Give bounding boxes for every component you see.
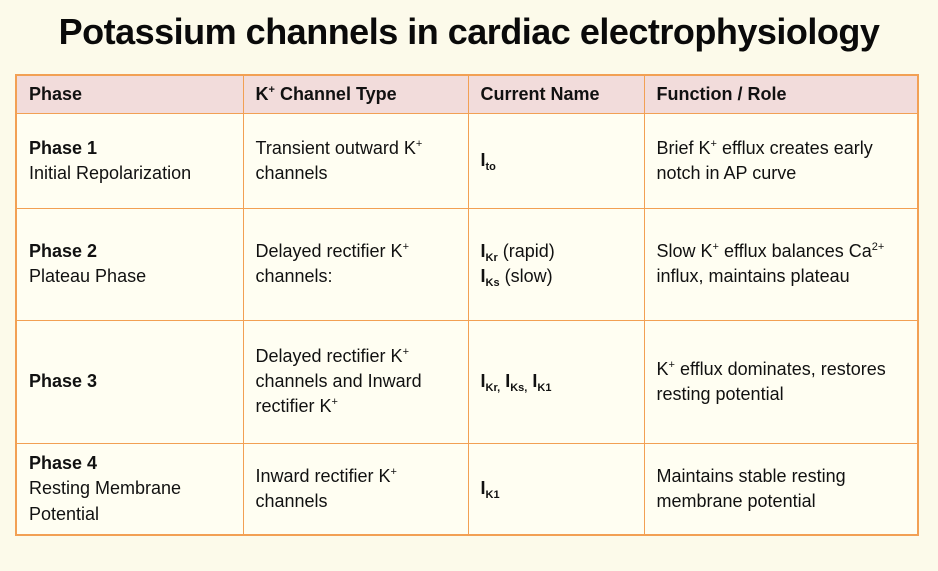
column-header-channel-type: K+ Channel Type [242, 74, 469, 114]
table-header-row: Phase K+ Channel Type Current Name Funct… [15, 74, 919, 114]
cell-current-name: IK1 [467, 442, 645, 536]
cell-phase: Phase 3 [15, 319, 244, 444]
column-header-current-name: Current Name [467, 74, 645, 114]
cell-current-name: IKr (rapid)IKs (slow) [467, 207, 645, 321]
potassium-channels-table: Phase K+ Channel Type Current Name Funct… [15, 74, 919, 537]
cell-function-role: Brief K+ efflux creates early notch in A… [643, 112, 919, 209]
column-header-phase: Phase [15, 74, 244, 114]
cell-channel-type: Delayed rectifier K+ channels and Inward… [242, 319, 469, 444]
cell-current-name: IKr, IKs, IK1 [467, 319, 645, 444]
slide: Potassium channels in cardiac electrophy… [0, 10, 938, 537]
cell-channel-type: Delayed rectifier K+ channels: [242, 207, 469, 321]
cell-channel-type: Inward rectifier K+ channels [242, 442, 469, 536]
cell-function-role: Slow K+ efflux balances Ca2+ influx, mai… [643, 207, 919, 321]
cell-function-role: K+ efflux dominates, restores resting po… [643, 319, 919, 444]
cell-function-role: Maintains stable resting membrane potent… [643, 442, 919, 536]
cell-current-name: Ito [467, 112, 645, 209]
column-header-function-role: Function / Role [643, 74, 919, 114]
cell-channel-type: Transient outward K+ channels [242, 112, 469, 209]
page-title: Potassium channels in cardiac electrophy… [58, 11, 880, 52]
table-row-phase-3: Phase 3 Delayed rectifier K+ channels an… [15, 319, 919, 444]
